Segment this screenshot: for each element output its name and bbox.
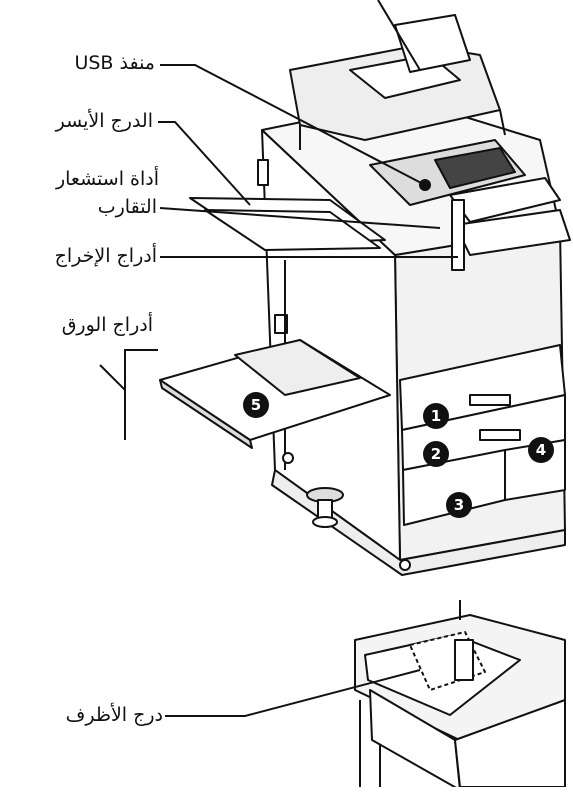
label-proximity-sensor-line2: التقارب [97, 196, 157, 218]
label-output-trays: أدراج الإخراج [54, 245, 157, 267]
leader-proximity-sensor [159, 207, 441, 229]
leader-left-tray [158, 121, 251, 206]
caster [282, 452, 294, 464]
svg-text:4: 4 [536, 441, 546, 459]
badge-2: 2 [423, 441, 449, 467]
caster [399, 559, 411, 571]
label-paper-trays: أدراج الورق [61, 314, 153, 336]
leader-paper-trays-top [99, 349, 158, 393]
label-proximity-sensor: أداة استشعار [55, 168, 159, 190]
svg-text:2: 2 [431, 445, 441, 463]
svg-text:3: 3 [454, 496, 464, 514]
leader-usb-port [160, 64, 426, 186]
leader-lines [99, 0, 458, 717]
svg-text:1: 1 [431, 407, 441, 425]
label-left-tray: الدرج الأيسر [55, 110, 153, 132]
badge-5: 5 [243, 392, 269, 418]
sensor-post [451, 199, 465, 271]
badge-4: 4 [528, 437, 554, 463]
touch-screen [434, 147, 516, 189]
tray-badges: 1 2 3 4 5 [243, 392, 554, 518]
leader-envelope-tray [165, 669, 421, 717]
label-envelope-tray: درج الأظرف [65, 704, 163, 726]
label-usb-port: منفذ USB [74, 52, 155, 74]
svg-text:5: 5 [251, 396, 261, 414]
badge-3: 3 [446, 492, 472, 518]
leader-feeder [377, 0, 421, 71]
badge-1: 1 [423, 403, 449, 429]
